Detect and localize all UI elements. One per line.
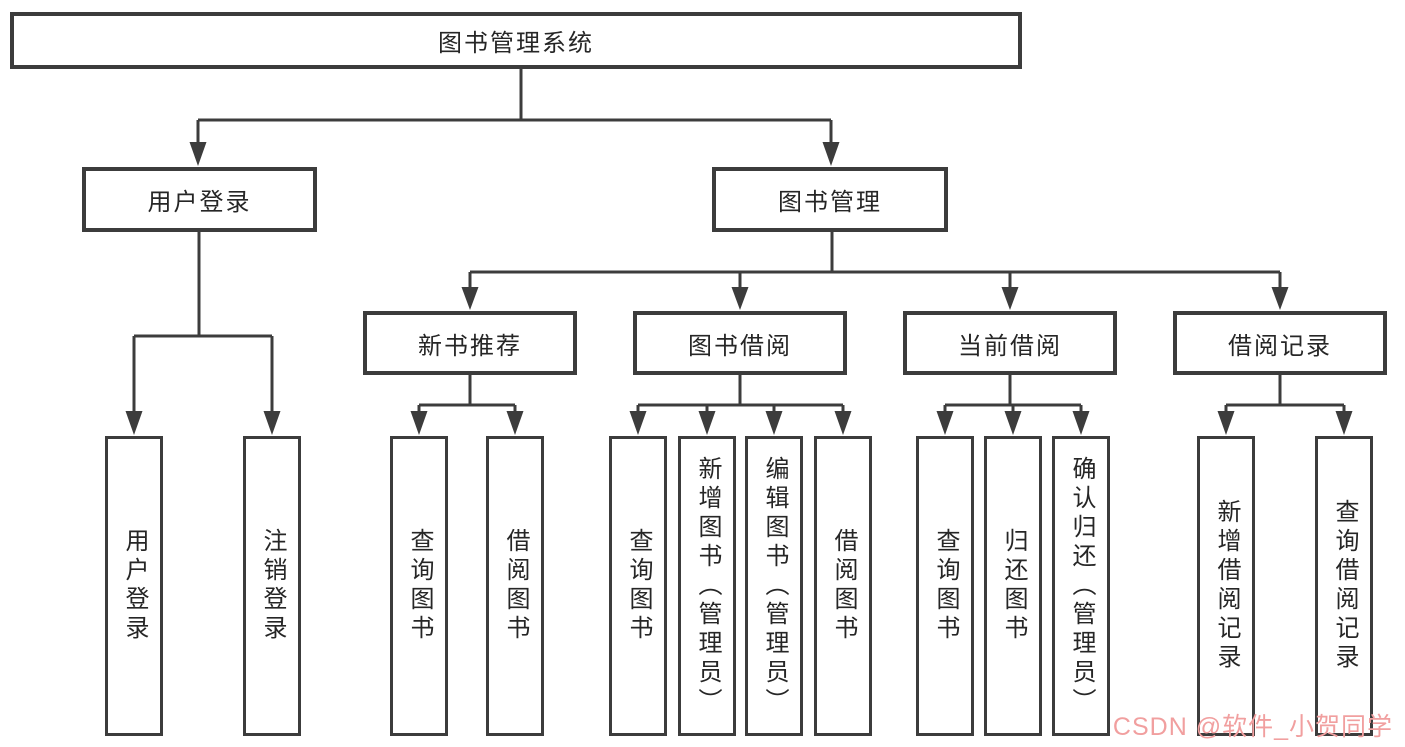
node-book-management: 图书管理 [712,167,948,232]
arrow-down-icon [1217,411,1353,435]
node-current-borrow-label: 当前借阅 [958,332,1062,360]
connector-book-borrow-group [629,375,852,435]
node-user-login: 用户登录 [82,167,317,232]
node-new-book-recommend-label: 新书推荐 [418,332,522,360]
leaf-user-login-label: 用户登录 [120,528,148,644]
leaf-edit-book-admin-label: 编辑图书（管理员） [760,455,788,717]
leaf-edit-book-admin: 编辑图书（管理员） [745,436,803,736]
leaf-logout-login: 注销登录 [243,436,301,736]
arrow-down-icon [125,411,281,435]
node-borrow-records: 借阅记录 [1173,311,1387,375]
leaf-logout-login-label: 注销登录 [258,528,286,644]
csdn-watermark: CSDN @软件_小贺同学 [1112,713,1393,741]
connector-root-to-level2 [189,69,840,166]
leaf-borrow-book-recommend-label: 借阅图书 [501,528,529,644]
leaf-query-book-recommend-label: 查询图书 [405,528,433,644]
connector-user-login-group [125,232,281,435]
node-book-management-label: 图书管理 [778,189,882,216]
connector-current-borrow-group [936,375,1090,435]
node-user-login-label: 用户登录 [147,189,252,216]
leaf-add-borrow-record-label: 新增借阅记录 [1212,499,1240,673]
leaf-query-book-borrow-label: 查询图书 [624,528,652,644]
leaf-query-book-current-label: 查询图书 [931,528,959,644]
node-book-borrow-label: 图书借阅 [688,332,792,360]
leaf-borrow-book-label: 借阅图书 [829,528,857,644]
node-root-label: 图书管理系统 [438,30,594,57]
leaf-borrow-book: 借阅图书 [814,436,872,736]
leaf-query-book-borrow: 查询图书 [609,436,667,736]
node-new-book-recommend: 新书推荐 [363,311,577,375]
leaf-query-book-recommend: 查询图书 [390,436,448,736]
leaf-add-book-admin: 新增图书（管理员） [678,436,736,736]
connector-new-book-recommend-group [410,375,524,435]
connector-book-management-group [461,232,1289,310]
leaf-return-book-label: 归还图书 [999,528,1027,644]
arrow-down-icon [189,142,840,166]
leaf-confirm-return-admin: 确认归还（管理员） [1052,436,1110,736]
arrow-down-icon [410,411,524,435]
leaf-return-book: 归还图书 [984,436,1042,736]
leaf-query-borrow-record-label: 查询借阅记录 [1330,499,1358,673]
leaf-confirm-return-admin-label: 确认归还（管理员） [1067,455,1095,717]
arrow-down-icon [629,411,852,435]
connector-borrow-records-group [1217,375,1353,435]
leaf-user-login: 用户登录 [105,436,163,736]
node-borrow-records-label: 借阅记录 [1228,332,1332,360]
arrow-down-icon [461,287,1289,310]
leaf-query-borrow-record: 查询借阅记录 [1315,436,1373,736]
leaf-add-borrow-record: 新增借阅记录 [1197,436,1255,736]
node-book-borrow: 图书借阅 [633,311,847,375]
node-current-borrow: 当前借阅 [903,311,1117,375]
arrow-down-icon [936,411,1090,435]
leaf-query-book-current: 查询图书 [916,436,974,736]
leaf-borrow-book-recommend: 借阅图书 [486,436,544,736]
node-root: 图书管理系统 [10,12,1022,69]
leaf-add-book-admin-label: 新增图书（管理员） [693,455,721,717]
